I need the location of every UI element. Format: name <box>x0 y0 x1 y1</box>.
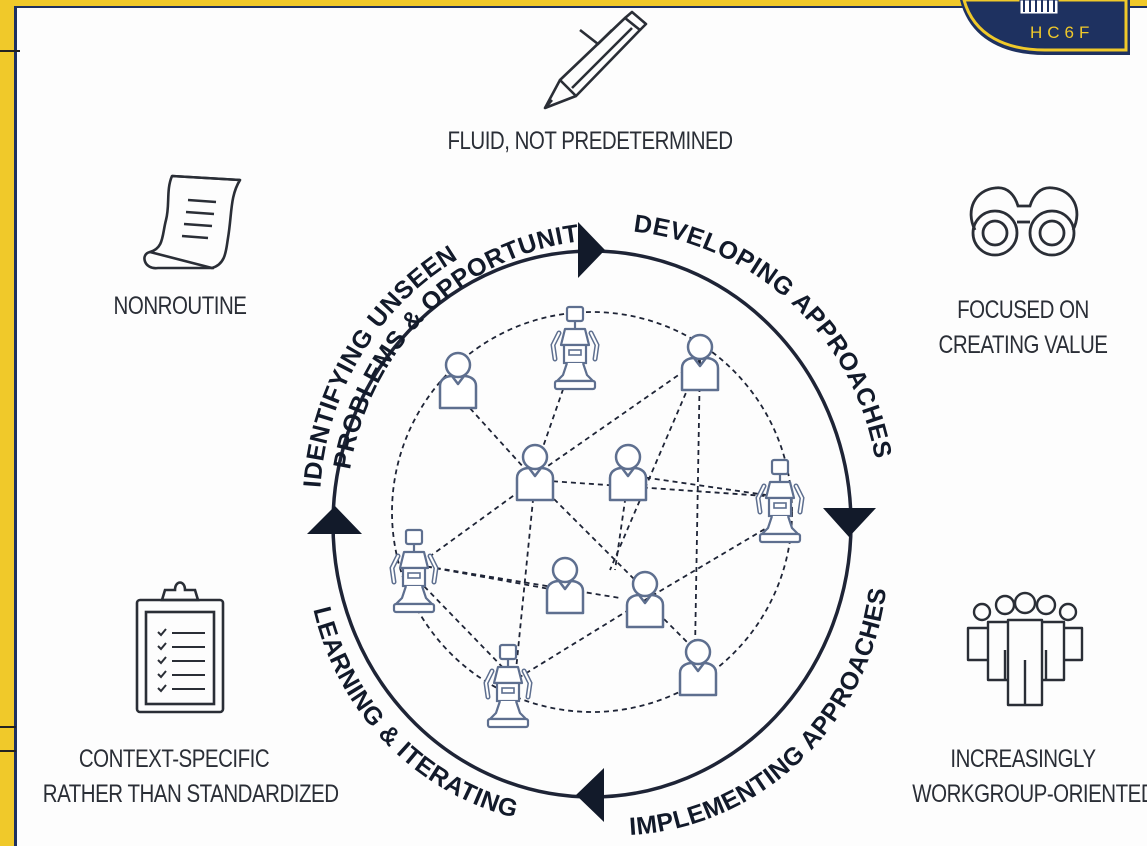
pen-icon <box>543 10 648 110</box>
network-links <box>417 354 781 681</box>
label-fluid: FLUID, NOT PREDETERMINED <box>447 127 733 155</box>
person-icon <box>515 443 555 502</box>
cycle-label-implementing: IMPLEMENTING APPROACHES <box>628 586 892 841</box>
left-rule-bottom-2 <box>0 750 16 752</box>
person-icon <box>678 638 718 697</box>
left-rule-top <box>0 50 20 52</box>
arrow-right <box>823 508 876 537</box>
logo-text: HC6F <box>1030 23 1094 42</box>
cycle-label-developing: DEVELOPING APPROACHES <box>632 210 897 461</box>
binoculars-icon <box>969 186 1079 257</box>
person-icon <box>608 443 648 502</box>
workgroup-people-icon <box>966 591 1084 707</box>
hc6f-logo: HC6F <box>960 0 1130 55</box>
clipboard-checklist-icon <box>135 581 225 714</box>
person-icon <box>438 351 478 410</box>
robot-icon <box>392 530 436 612</box>
arrow-top <box>578 222 605 278</box>
robot-icon <box>553 307 597 389</box>
left-rule-bottom-1 <box>0 726 16 728</box>
left-gold-bar <box>0 0 14 846</box>
person-icon <box>545 556 585 615</box>
arrow-left <box>307 506 362 534</box>
label-nonroutine: NONROUTINE <box>113 292 247 320</box>
top-gold-bar <box>0 0 1147 6</box>
arrow-bottom <box>576 768 604 822</box>
document-icon <box>143 174 242 270</box>
top-navy-line <box>14 6 1147 8</box>
cycle-label-identifying-2: PROBLEMS & OPPORTUNITIES <box>0 0 581 471</box>
cycle-label-learning: LEARNING & ITERATING <box>307 604 521 824</box>
